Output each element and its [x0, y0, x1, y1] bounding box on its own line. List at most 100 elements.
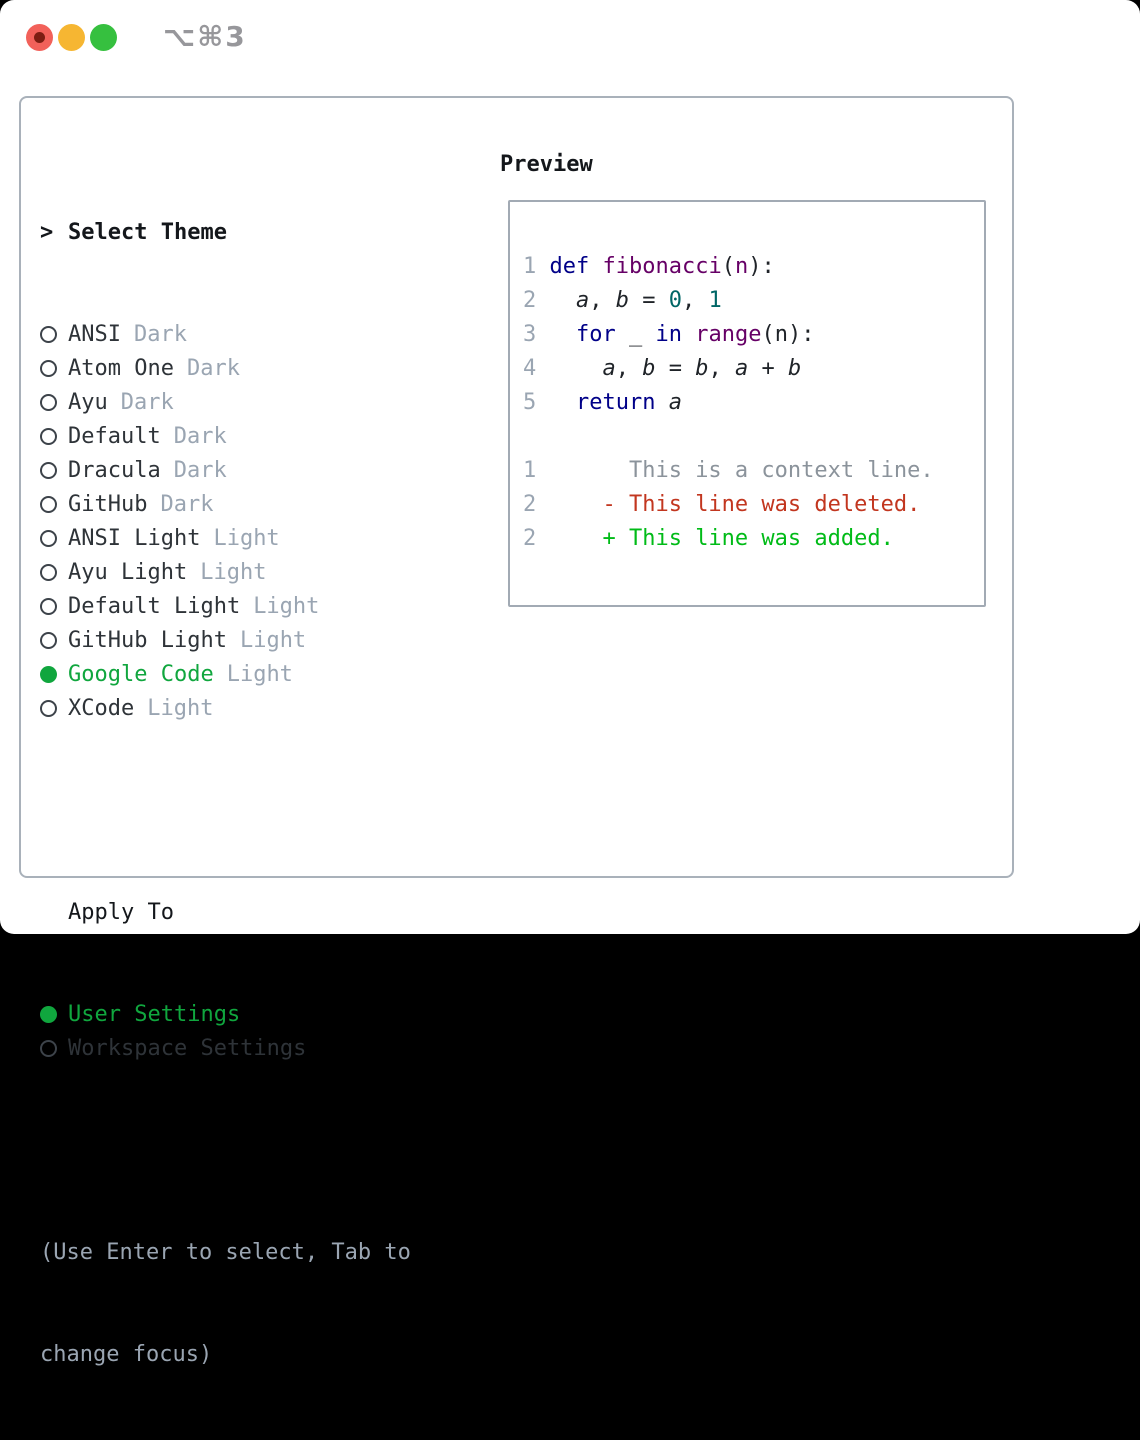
option-label: Default Light	[68, 594, 241, 619]
theme-option[interactable]: GitHub Light Light	[40, 624, 411, 658]
option-label: ANSI Light	[68, 526, 201, 551]
code-token	[655, 390, 668, 415]
select-theme-label: Select Theme	[68, 220, 227, 245]
radio-icon[interactable]	[40, 454, 68, 490]
theme-variant-label: Dark	[186, 356, 240, 381]
line-number: 3	[523, 322, 537, 347]
code-line: 3 for _ in range(n):	[523, 318, 984, 352]
radio-circle	[40, 360, 57, 377]
theme-variant-label: Light	[213, 526, 280, 551]
code-token: range	[695, 322, 762, 347]
radio-icon[interactable]	[40, 590, 68, 626]
code-token: (n):	[761, 322, 815, 347]
code-token: b	[695, 356, 709, 381]
code-token	[536, 288, 576, 313]
theme-variant-label: Light	[253, 594, 320, 619]
code-token	[536, 356, 602, 381]
code-token: n	[734, 254, 749, 279]
line-number: 2	[523, 288, 537, 313]
radio-icon[interactable]	[40, 1032, 68, 1068]
radio-circle	[40, 666, 57, 683]
theme-option[interactable]: Default Light Light	[40, 590, 411, 624]
theme-option[interactable]: Ayu Light Light	[40, 556, 411, 590]
radio-circle	[40, 326, 57, 343]
radio-icon[interactable]	[40, 352, 68, 388]
option-label: Google Code	[68, 662, 214, 687]
theme-option[interactable]: Dracula Dark	[40, 454, 411, 488]
option-label: Ayu Light	[68, 560, 188, 585]
preview-label: Preview	[500, 152, 593, 177]
radio-icon[interactable]	[40, 420, 68, 456]
radio-icon[interactable]	[40, 556, 68, 592]
spacer	[40, 794, 411, 828]
apply-option[interactable]: User Settings	[40, 998, 411, 1032]
spacer	[40, 1134, 411, 1168]
code-token: =	[655, 356, 696, 381]
option-label: Dracula	[68, 458, 161, 483]
radio-icon[interactable]	[40, 522, 68, 558]
code-token	[682, 322, 695, 347]
radio-selected-icon[interactable]	[40, 658, 68, 694]
line-number: 1	[523, 458, 537, 483]
theme-variant-label: Light	[200, 560, 267, 585]
theme-option[interactable]: ANSI Light Light	[40, 522, 411, 556]
close-button[interactable]	[26, 23, 53, 51]
help-text-line-1: (Use Enter to select, Tab to	[40, 1240, 411, 1265]
code-token: ):	[748, 254, 775, 279]
radio-icon[interactable]	[40, 488, 68, 524]
code-token: fibonacci	[602, 254, 722, 279]
code-token: ,	[589, 288, 616, 313]
screen: { "window": { "title_shortcut": "⌥⌘3" },…	[0, 0, 1140, 1367]
code-token: + This line was added.	[536, 526, 894, 551]
radio-icon[interactable]	[40, 386, 68, 422]
theme-variant-label: Dark	[133, 322, 187, 347]
radio-selected-icon[interactable]	[40, 998, 68, 1034]
code-line: 2 - This line was deleted.	[523, 488, 984, 522]
radio-circle	[40, 496, 57, 513]
code-token	[589, 254, 602, 279]
radio-circle	[40, 1006, 57, 1023]
code-token: a	[734, 356, 749, 381]
line-number: 2	[523, 492, 537, 517]
zoom-button[interactable]	[90, 23, 117, 51]
close-dot-icon	[34, 31, 45, 43]
option-label: GitHub Light	[68, 628, 227, 653]
option-label: ANSI	[68, 322, 121, 347]
code-token: ,	[708, 356, 735, 381]
code-token: 0	[668, 288, 682, 313]
theme-variant-label: Dark	[173, 424, 227, 449]
help-text-line-2: change focus)	[40, 1342, 213, 1367]
code-token: for	[576, 322, 616, 347]
line-number: 2	[523, 526, 537, 551]
code-token: ,	[682, 288, 709, 313]
window-title-shortcut: ⌥⌘3	[163, 20, 247, 53]
code-line: 2 + This line was added.	[523, 522, 984, 556]
theme-variant-label: Dark	[120, 390, 174, 415]
theme-variant-label: Light	[239, 628, 307, 653]
option-label: Workspace Settings	[68, 1036, 307, 1061]
line-number: 1	[523, 254, 537, 279]
radio-circle	[40, 564, 57, 581]
radio-icon[interactable]	[40, 318, 68, 354]
theme-option[interactable]: ANSI Dark	[40, 318, 411, 352]
code-line	[523, 420, 984, 454]
radio-icon[interactable]	[40, 692, 68, 728]
radio-circle	[40, 598, 57, 615]
radio-icon[interactable]	[40, 624, 68, 660]
theme-variant-label: Dark	[173, 458, 227, 483]
apply-option[interactable]: Workspace Settings	[40, 1032, 411, 1066]
theme-variant-label: Dark	[160, 492, 214, 517]
minimize-button[interactable]	[58, 23, 85, 51]
code-token: 1	[708, 288, 722, 313]
code-token: in	[655, 322, 683, 347]
